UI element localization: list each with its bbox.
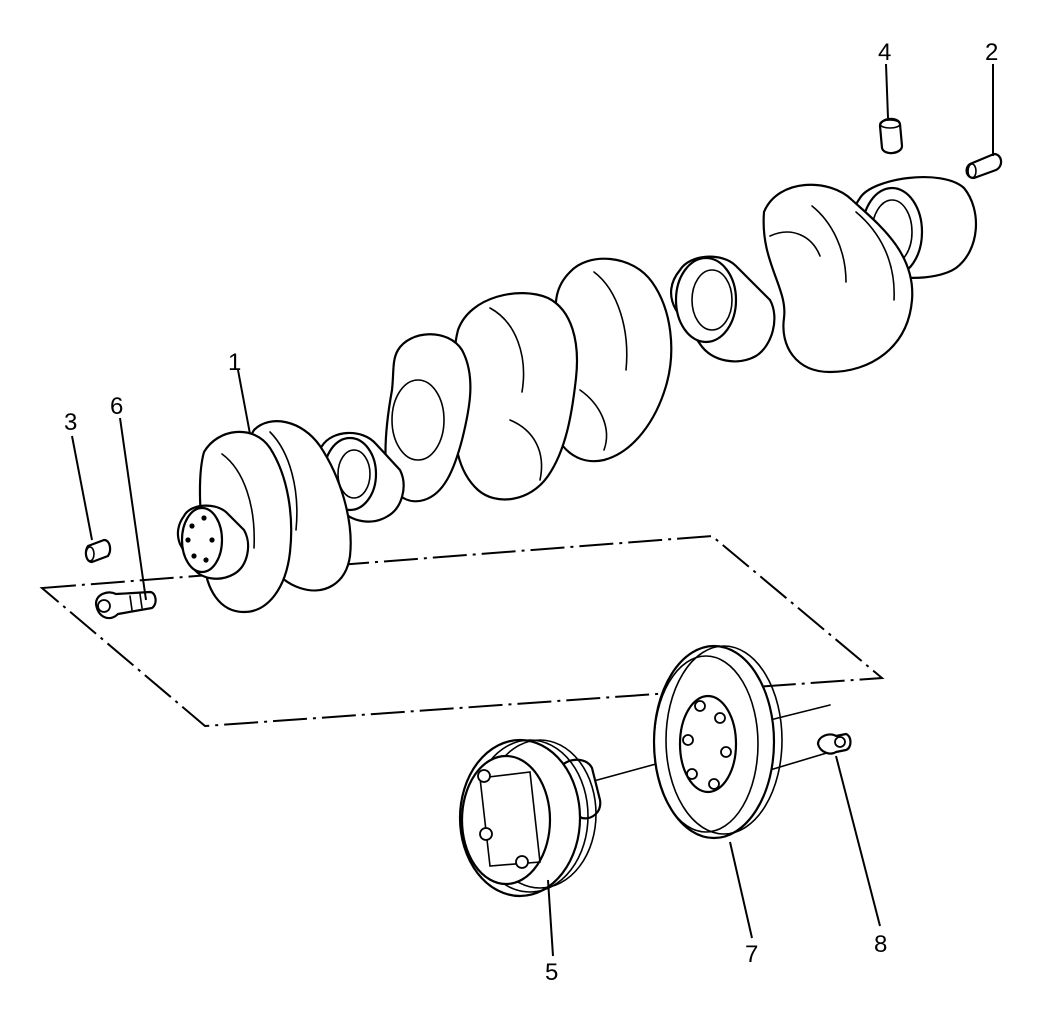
crankshaft-pulley: [458, 738, 602, 898]
callout-7: 7: [745, 941, 758, 968]
leader-3: [71, 435, 93, 541]
leader-8: [835, 755, 881, 927]
crankshaft: [176, 176, 977, 614]
callout-3: 3: [64, 409, 77, 436]
dowel-pin-rear: [965, 152, 1003, 180]
leader-1: [237, 369, 251, 435]
leader-6: [119, 417, 147, 601]
callout-5: 5: [545, 959, 558, 986]
vibration-damper: [652, 644, 783, 840]
leader-5: [547, 879, 554, 957]
damper-bolt-8: [816, 732, 852, 755]
leader-4: [885, 63, 889, 119]
callout-6: 6: [110, 393, 123, 420]
assembly-boundary: [39, 534, 885, 728]
flange-bolt-6: [94, 590, 157, 620]
callout-2: 2: [985, 39, 998, 66]
callout-8: 8: [874, 931, 887, 958]
callout-1: 1: [228, 349, 241, 376]
dowel-pin-front: [84, 538, 112, 564]
leader-7: [729, 841, 753, 939]
dowel-pin-upper: [878, 117, 904, 155]
callout-4: 4: [878, 39, 891, 66]
